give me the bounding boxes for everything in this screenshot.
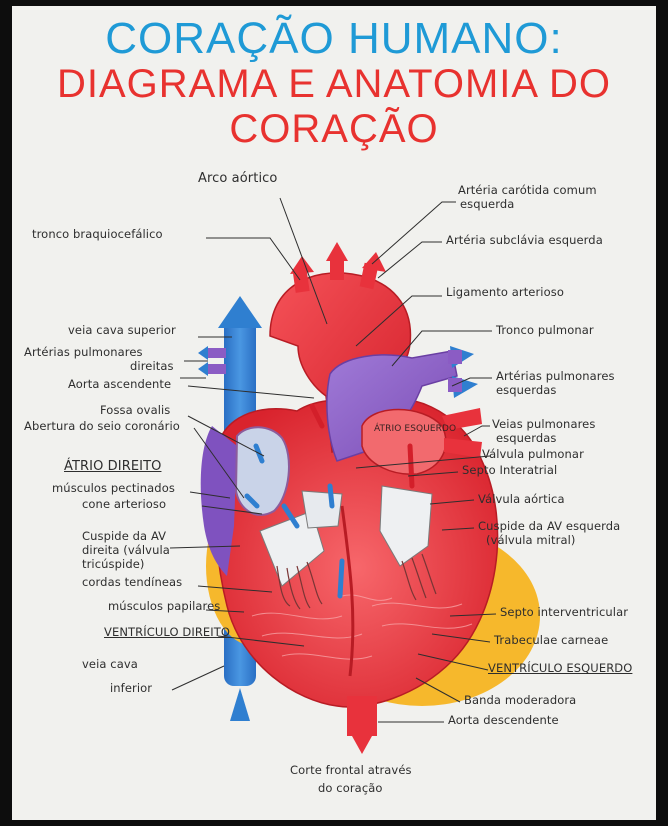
label-cordas-tendineas: cordas tendíneas	[82, 575, 183, 589]
interventricular-septum	[340, 505, 355, 677]
label-tronco-braquiocefalico: tronco braquiocefálico	[32, 227, 163, 241]
label-banda-moderadora: Banda moderadora	[464, 693, 577, 707]
label-arterias-pulmonares-direitas-2: direitas	[130, 359, 174, 373]
label-arterias-pulmonares-esquerdas-2: esquerdas	[496, 383, 557, 397]
caption-line-2: do coração	[318, 781, 383, 795]
flow-arrows-red	[309, 403, 415, 489]
label-tronco-pulmonar: Tronco pulmonar	[496, 323, 594, 337]
label-arterias-pulmonares-direitas-1: Artérias pulmonares	[24, 345, 143, 359]
label-veias-pulmonares-1: Veias pulmonares	[492, 417, 596, 431]
caption-line-1: Corte frontal através	[290, 763, 412, 777]
trabeculae-texture	[251, 594, 473, 660]
diagram-title: CORAÇÃO HUMANO:	[105, 14, 563, 63]
label-septo-interventricular: Septo interventricular	[500, 605, 629, 619]
label-ventriculo-esquerdo: VENTRÍCULO ESQUERDO	[488, 661, 633, 675]
label-valvula-pulmonar: Válvula pulmonar	[482, 447, 584, 461]
leader-lines	[169, 197, 497, 723]
label-arteria-subclavia: Artéria subclávia esquerda	[446, 233, 603, 247]
label-aorta-ascendente: Aorta ascendente	[68, 377, 172, 391]
label-abertura-seio-coronario: Abertura do seio coronário	[24, 419, 180, 433]
label-ventriculo-direito: VENTRÍCULO DIREITO	[104, 625, 231, 639]
label-cone-arterioso: cone arterioso	[82, 497, 167, 511]
drawing-sheet: CORAÇÃO HUMANO: DIAGRAMA E ANATOMIA DO C…	[12, 6, 656, 820]
label-arco-aortico: Arco aórtico	[198, 171, 278, 186]
label-arterias-pulmonares-esquerdas-1: Artérias pulmonares	[496, 369, 615, 383]
right-pulmonary-arteries	[198, 346, 226, 376]
label-arteria-carotida-1: Artéria carótida comum	[458, 183, 597, 197]
diagram-subtitle: DIAGRAMA E ANATOMIA DO CORAÇÃO	[57, 62, 611, 151]
label-veia-cava-inferior-2: inferior	[110, 681, 153, 695]
label-veias-pulmonares-2: esquerdas	[496, 431, 557, 445]
label-musculos-papilares: músculos papilares	[108, 599, 221, 613]
label-trabeculae-carneae: Trabeculae carneae	[494, 633, 609, 647]
label-cuspide-av-direita-2: direita (válvula	[82, 543, 170, 557]
label-fossa-ovalis: Fossa ovalis	[100, 403, 171, 417]
mitral-valve	[379, 485, 433, 567]
aortic-arch	[269, 242, 412, 453]
right-atrium-wall	[200, 426, 237, 576]
left-atrium-label: ÁTRIO ESQUERDO	[374, 424, 457, 434]
label-arteria-carotida-2: esquerda	[460, 197, 515, 211]
label-cuspide-av-direita-1: Cuspide da AV	[82, 529, 167, 543]
heart-illustration	[169, 197, 540, 754]
chordae-tendineae	[276, 553, 437, 610]
label-cuspide-av-esquerda-1: Cuspide da AV esquerda	[478, 519, 621, 533]
label-veia-cava-superior: veia cava superior	[68, 323, 176, 337]
label-atrio-direito: ÁTRIO DIREITO	[64, 459, 162, 474]
label-valvula-aortica: Válvula aórtica	[478, 492, 565, 506]
label-aorta-descendente: Aorta descendente	[448, 713, 559, 727]
label-cuspide-av-direita-3: tricúspide)	[82, 557, 145, 571]
label-ligamento-arterioso: Ligamento arterioso	[446, 285, 564, 299]
right-atrium-chamber	[234, 426, 290, 516]
label-veia-cava-inferior-1: veia cava	[82, 657, 138, 671]
label-septo-interatrial: Septo Interatrial	[462, 463, 558, 477]
descending-aorta	[347, 696, 377, 754]
label-musculos-pectinados: músculos pectinados	[52, 481, 175, 495]
left-atrium	[361, 408, 482, 475]
label-cuspide-av-esquerda-2: (válvula mitral)	[486, 533, 576, 547]
pulmonary-trunk	[326, 346, 478, 462]
